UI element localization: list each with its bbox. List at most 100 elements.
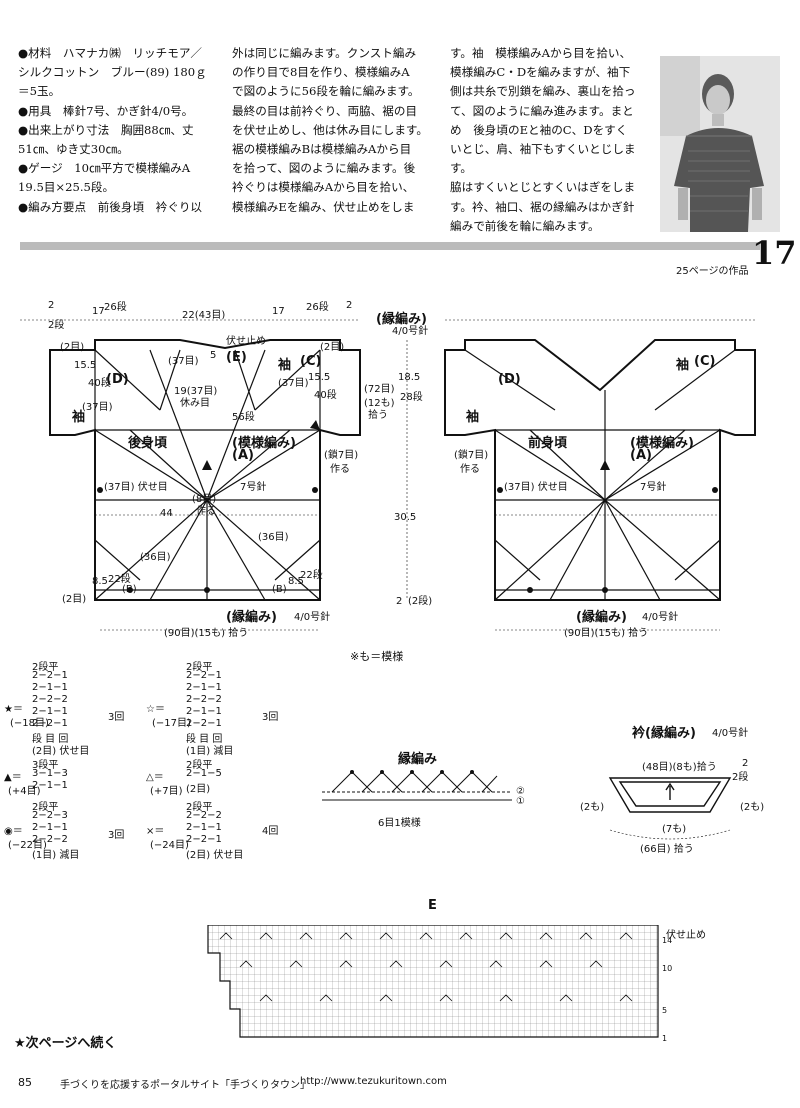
front-sleeve-right-label: (C): [694, 354, 716, 369]
text-line: ●用具 棒針7号、かぎ針4/0号。: [18, 103, 194, 118]
collar-top: (48目)(8も)拾う: [642, 762, 717, 773]
dim-2m: (2目): [60, 342, 85, 353]
chart-e-row5: 5: [662, 1006, 668, 1015]
line: 2−1−1: [32, 706, 68, 717]
front-pattern-a: (A): [630, 448, 652, 463]
count-tri-white: (+7目): [150, 786, 183, 797]
text-line: ●編み方要点 前後身頃 衿ぐり以: [18, 199, 203, 214]
text-line: の作り目で8目を作り、模様編みA: [232, 65, 410, 80]
text-line: 51㎝、ゆき丈30㎝。: [18, 142, 129, 157]
s37-left: (37目): [82, 402, 113, 413]
dim-top-22: 22(43目): [182, 310, 226, 321]
rep: 3回: [108, 712, 125, 723]
d56: 56段: [232, 412, 255, 423]
v72: (72目): [364, 384, 395, 395]
line: 2−2−3: [32, 810, 68, 821]
line: (2目) 伏せ目: [186, 850, 244, 861]
v12: (12も): [364, 398, 395, 409]
front-fuse-left: (37目) 伏せ目: [504, 482, 568, 493]
line: 2−1−1: [186, 822, 222, 833]
line: 2段平: [186, 802, 213, 813]
s85-right: 8.5: [288, 576, 304, 587]
line: 2段平: [186, 760, 213, 771]
line: (1目) 減目: [32, 850, 80, 861]
collar-bottom: (66目) 拾う: [640, 844, 694, 855]
edging-repeat: 6目1模様: [378, 818, 421, 829]
line: (2目): [186, 784, 211, 795]
line: 2−2−1: [186, 834, 222, 845]
chart-e-row10: 10: [662, 964, 673, 973]
edge-top: (縁編み): [376, 312, 427, 327]
edge-label: (縁編み): [226, 610, 277, 625]
text-line: を拾って、図のように編みます。後: [232, 161, 416, 176]
line: 2−1−1: [32, 780, 68, 791]
footer-url[interactable]: http://www.tezukuritown.com: [300, 1076, 447, 1087]
s85-left: 8.5: [92, 576, 108, 587]
sym-star-black: ★＝: [4, 704, 23, 715]
text-line: いとじ、肩、袖下もすくいとじします。: [450, 142, 636, 176]
collar-center: (7も): [662, 824, 687, 835]
front-bottom-pickup: (90目)(15も) 拾う: [564, 628, 649, 639]
s40-left: 40段: [88, 378, 111, 389]
text-line: 編みで前後を輪に編みます。: [450, 218, 600, 233]
footer-page: 85: [18, 1076, 32, 1089]
text-line: 裾の模様編みBは模様編みAから目: [232, 142, 412, 157]
front-tsukuru: 作る: [460, 464, 480, 475]
tsukuru-center: 作る: [196, 506, 216, 517]
v28: 28段: [400, 392, 423, 403]
front-sleeve-right: 袖: [676, 358, 690, 373]
sym-cross: ×＝: [146, 826, 165, 837]
dim-top-26b: 26段: [306, 302, 329, 313]
chart-e-row14: 14: [662, 936, 673, 945]
instructions-column-3: す。袖 模様編みAから目を拾い、 模様編みC・Dを編みますが、袖下 側は共糸で別…: [450, 44, 650, 236]
line: 2−2−1: [32, 670, 68, 681]
text-line: す。袖 模様編みAから目を拾い、: [450, 46, 632, 60]
pattern-a: (A): [232, 448, 254, 463]
sym-circle: ◉＝: [4, 826, 23, 837]
s40-right: 40段: [314, 390, 337, 401]
front-kusari: (鎖7目): [454, 450, 489, 461]
text-line: ●ゲージ 10㎝平方で模様編みA: [18, 161, 191, 176]
s155-left: 15.5: [74, 360, 97, 371]
collar-right: (2も): [740, 802, 765, 813]
s22-right: 22段: [300, 570, 323, 581]
count-tri-black: (+4目): [8, 786, 41, 797]
edging-title: 縁編み: [398, 752, 438, 767]
text-line: 最終の目は前衿ぐり、両脇、裾の目: [232, 103, 418, 118]
line: 3−1−3: [32, 768, 68, 779]
work-page-note: 25ページの作品: [676, 266, 749, 277]
back-body-diagram: [20, 319, 361, 631]
text-line: す。衿、袖口、裾の縁編みはかぎ針: [450, 199, 635, 214]
s155-right: 15.5: [308, 372, 331, 383]
line: 2−1−1: [32, 822, 68, 833]
v2dan: (2段): [408, 596, 433, 607]
model-photo-icon: [660, 56, 780, 232]
sym-star-white: ☆＝: [146, 704, 165, 715]
width-44: 44: [160, 508, 173, 519]
count-circle: (−22目): [8, 840, 47, 851]
sleeve-right-label: (C): [300, 354, 322, 369]
chart-e-title: E: [428, 898, 437, 913]
materials-column: ●材料 ハマナカ㈱ リッチモア／ シルクコットン ブルー(89) 180ｇ ＝5…: [18, 44, 218, 217]
edging-row2: ②: [516, 786, 525, 797]
back-body-title: 後身頃: [128, 436, 168, 451]
text-line: シルクコットン ブルー(89) 180ｇ: [18, 65, 207, 80]
front-body-diagram: [444, 319, 756, 631]
text-line: ●材料 ハマナカ㈱ リッチモア／: [18, 46, 203, 60]
dim-top-2b: 2: [346, 300, 353, 311]
dim-top-26: 26段: [104, 302, 127, 313]
chart-e-fuse: 伏せ止め: [666, 930, 706, 941]
sleeve-left: 袖: [72, 410, 86, 425]
tsukuru: 作る: [330, 464, 350, 475]
b-left: (B): [122, 584, 137, 595]
text-line: ＝5玉。: [18, 84, 61, 99]
chart-e-row1: 1: [662, 1034, 668, 1043]
count-star-black: (−18目): [10, 718, 49, 729]
collar-title: 衿(縁編み): [632, 726, 696, 741]
line: 段 目 回: [32, 734, 69, 745]
collar-2: 2: [742, 758, 749, 769]
dim-top-2: 2: [48, 300, 55, 311]
line: (2目) 伏せ目: [32, 746, 90, 757]
v305: 30.5: [394, 512, 417, 523]
v185: 18.5: [398, 372, 421, 383]
